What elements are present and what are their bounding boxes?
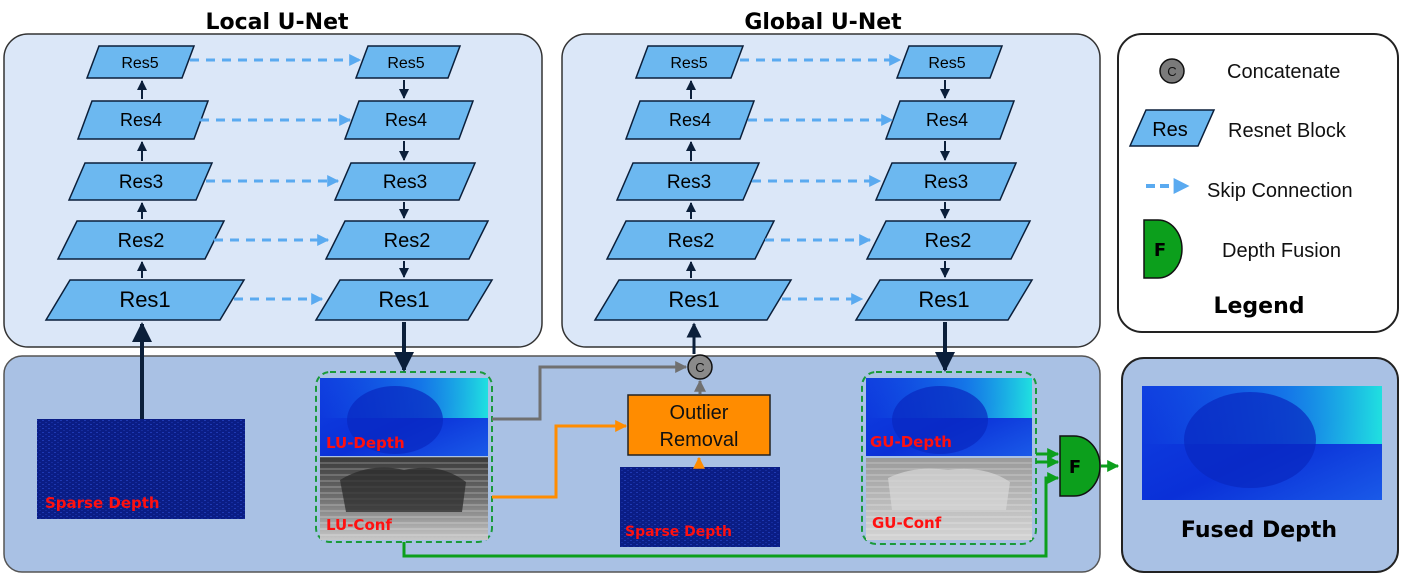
global-skip-connections	[740, 54, 902, 305]
svg-text:Res4: Res4	[926, 110, 968, 130]
legend-fusion-item: F Depth Fusion	[1143, 219, 1341, 279]
local-encoder-res5: Res5	[85, 45, 196, 79]
svg-text:Res1: Res1	[918, 287, 969, 312]
legend-resnet-item: Res Resnet Block	[1128, 109, 1347, 147]
local-unet-title: Local U-Net	[205, 10, 349, 35]
svg-text:Outlier: Outlier	[670, 402, 729, 424]
lu-depth-image: LU-Depth	[320, 378, 488, 456]
lu-conf-to-outlier-arrow	[492, 420, 628, 499]
global-encoder-res4: Res4	[624, 100, 756, 140]
lu-depth-to-concat-arrow	[492, 361, 688, 421]
svg-text:Res1: Res1	[668, 287, 719, 312]
gu-group-frame	[861, 371, 1037, 545]
svg-text:Removal: Removal	[660, 429, 739, 451]
svg-text:F: F	[1069, 457, 1081, 478]
svg-text:Res4: Res4	[385, 110, 427, 130]
fused-depth-image	[1142, 386, 1382, 500]
legend-concatenate-item: C Concatenate	[1159, 58, 1340, 84]
gu-conf-label: GU-Conf	[872, 514, 942, 532]
local-decoder-res5: Res5	[354, 45, 462, 79]
legend-resnet-icon	[1128, 109, 1216, 147]
global-encoder-res2: Res2	[605, 220, 776, 260]
svg-text:Res1: Res1	[378, 287, 429, 312]
local-decoder-res4: Res4	[343, 100, 475, 140]
global-encoder-res3: Res3	[615, 162, 761, 201]
local-encoder-res3: Res3	[67, 162, 214, 201]
svg-text:Res3: Res3	[119, 172, 163, 193]
local-encoder-res1: Res1	[44, 279, 246, 321]
svg-text:Res5: Res5	[387, 55, 424, 72]
legend-panel	[1117, 33, 1399, 333]
svg-text:Res2: Res2	[384, 230, 431, 252]
global-decoder-res4: Res4	[884, 100, 1016, 140]
svg-text:Res5: Res5	[928, 55, 965, 72]
svg-text:F: F	[1154, 240, 1166, 261]
svg-text:Depth Fusion: Depth Fusion	[1222, 240, 1341, 262]
svg-text:Res5: Res5	[670, 55, 707, 72]
global-unet-title: Global U-Net	[744, 10, 902, 35]
legend-skip-item: Skip Connection	[1146, 178, 1353, 202]
global-decoder-res5: Res5	[895, 45, 1004, 79]
local-decoder-res2: Res2	[324, 220, 490, 260]
lu-group-frame	[315, 371, 493, 543]
global-encoder: Res1 Res2 Res3 Res4 Res5	[593, 45, 793, 321]
local-encoder: Res1 Res2 Res3 Res4 Res5	[44, 45, 246, 321]
local-skip-connections	[190, 54, 362, 305]
global-decoder-res3: Res3	[874, 162, 1018, 201]
gu-depth-image: GU-Depth	[866, 378, 1032, 456]
concatenate-node: C	[687, 354, 713, 380]
svg-text:Res1: Res1	[119, 287, 170, 312]
lu-conf-to-fusion-arrow	[402, 472, 1060, 558]
svg-text:Res2: Res2	[668, 230, 715, 252]
svg-text:Res4: Res4	[669, 110, 711, 130]
svg-text:Res3: Res3	[924, 172, 968, 193]
local-encoder-res4: Res4	[76, 100, 210, 140]
legend-title: Legend	[1213, 294, 1304, 319]
outlier-removal-box: Outlier Removal	[627, 394, 771, 456]
lu-depth-label: LU-Depth	[326, 434, 405, 452]
global-encoder-res1: Res1	[593, 279, 793, 321]
lu-conf-image: LU-Conf	[320, 457, 488, 540]
local-decoder-res1: Res1	[314, 279, 494, 321]
local-decoder: Res1 Res2 Res3 Res4 Res5	[314, 45, 494, 321]
sparse-depth-label-middle: Sparse Depth	[625, 524, 732, 540]
local-encoder-res2: Res2	[56, 220, 226, 260]
svg-text:C: C	[1167, 64, 1176, 79]
global-decoder-res1: Res1	[854, 279, 1034, 321]
gu-conf-image: GU-Conf	[866, 458, 1032, 540]
gu-depth-label: GU-Depth	[870, 433, 952, 451]
fused-depth-title: Fused Depth	[1181, 518, 1337, 543]
svg-text:Res2: Res2	[118, 230, 165, 252]
svg-text:Res2: Res2	[925, 230, 972, 252]
legend-concatenate-icon	[1159, 58, 1185, 84]
sparse-depth-label-left: Sparse Depth	[45, 494, 160, 512]
global-decoder: Res1 Res2 Res3 Res4 Res5	[854, 45, 1034, 321]
svg-text:Res4: Res4	[120, 110, 162, 130]
sparse-depth-image-left: Sparse Depth	[37, 419, 245, 519]
svg-text:Res5: Res5	[121, 55, 158, 72]
local-decoder-res3: Res3	[333, 162, 477, 201]
svg-text:Res: Res	[1152, 119, 1188, 141]
global-encoder-res5: Res5	[634, 45, 745, 79]
sparse-depth-image-middle: Sparse Depth	[620, 467, 780, 547]
svg-text:Skip Connection: Skip Connection	[1207, 180, 1353, 202]
svg-text:Resnet Block: Resnet Block	[1228, 120, 1347, 142]
svg-text:Concatenate: Concatenate	[1227, 61, 1340, 83]
depth-fusion-node: F	[1059, 435, 1101, 497]
legend-fusion-icon	[1143, 219, 1183, 279]
svg-text:Res3: Res3	[383, 172, 427, 193]
svg-text:Res3: Res3	[667, 172, 711, 193]
lu-conf-label: LU-Conf	[326, 516, 392, 534]
global-decoder-res2: Res2	[865, 220, 1032, 260]
svg-text:C: C	[695, 360, 704, 375]
